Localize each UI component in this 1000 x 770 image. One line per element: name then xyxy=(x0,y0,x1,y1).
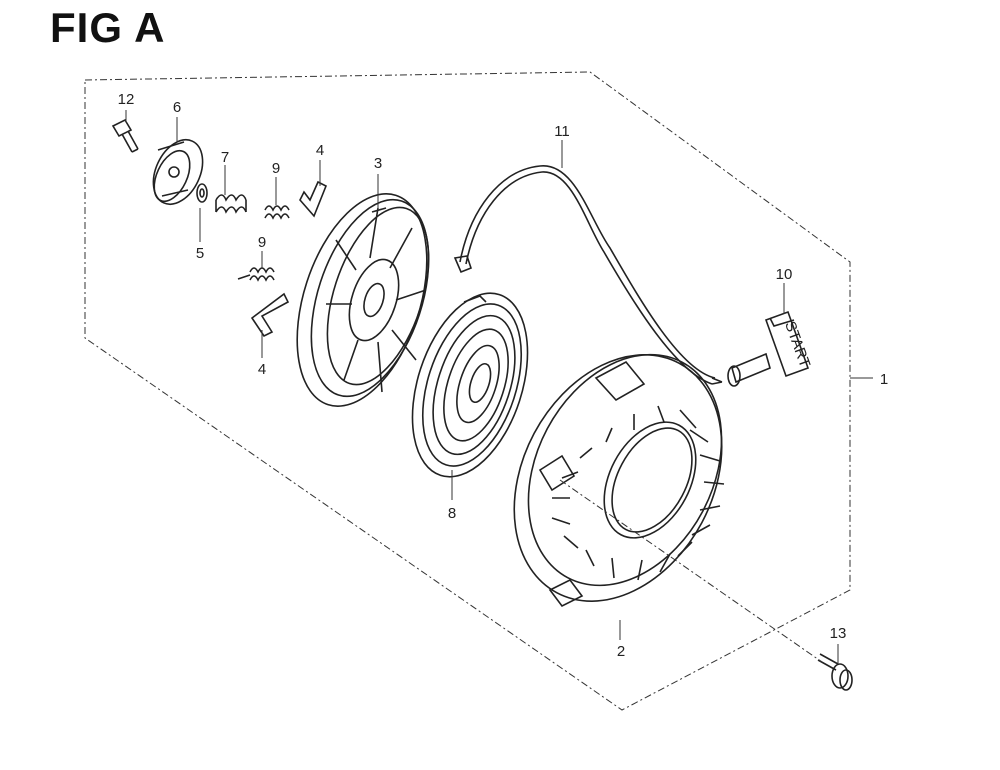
part-10-starter-grip: START xyxy=(727,310,813,387)
part-5-washer xyxy=(196,183,208,203)
assembly-outline xyxy=(84,71,851,711)
callout-1: 1 xyxy=(880,371,888,388)
callout-12: 12 xyxy=(118,91,135,108)
callout-10: 10 xyxy=(776,266,793,283)
part-12-bolt xyxy=(111,118,139,153)
callout-4-lower: 4 xyxy=(258,361,266,378)
part-11-starter-rope xyxy=(453,165,723,385)
callout-5: 5 xyxy=(196,245,204,262)
callout-2: 2 xyxy=(617,643,625,660)
callout-9-upper: 9 xyxy=(272,160,280,177)
leader-lines xyxy=(125,110,839,664)
handle-start-text: START xyxy=(781,319,813,370)
callout-3: 3 xyxy=(374,155,382,172)
part-3-reel xyxy=(296,193,430,407)
part-4-ratchet-upper xyxy=(299,180,328,218)
part-2-recoil-case xyxy=(513,353,725,608)
callout-6: 6 xyxy=(173,99,181,116)
part-9-spring-lower xyxy=(237,267,275,282)
part-4-ratchet-lower xyxy=(250,292,290,338)
part-7-spring xyxy=(215,194,247,214)
callout-8: 8 xyxy=(448,505,456,522)
part-6-cam-plate xyxy=(152,139,204,205)
figure-title: FIG A xyxy=(50,4,166,51)
callout-7: 7 xyxy=(221,149,229,166)
part-9-spring-upper xyxy=(264,205,290,220)
callout-9-lower: 9 xyxy=(258,234,266,251)
part-8-recoil-spring xyxy=(411,292,529,478)
callout-13: 13 xyxy=(830,625,847,642)
part-13-flange-bolt xyxy=(817,653,853,691)
callout-4-upper: 4 xyxy=(316,142,324,159)
callout-11: 11 xyxy=(554,123,570,140)
